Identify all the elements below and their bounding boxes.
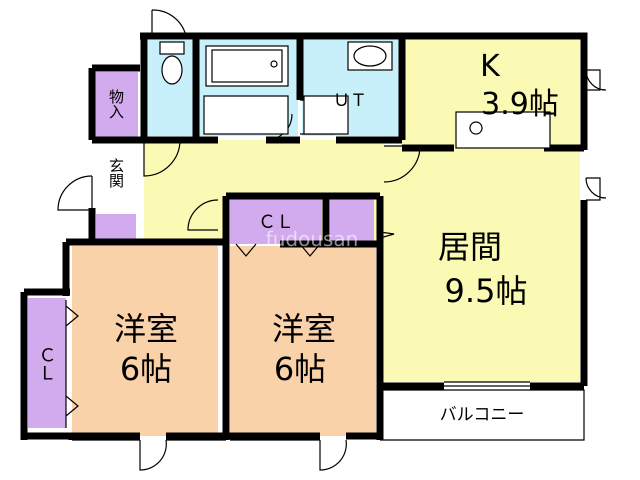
walls [20, 32, 588, 440]
western2-fill [230, 246, 376, 436]
closet-top-fill [230, 198, 322, 244]
western1-name: 洋室 [114, 310, 178, 348]
entrance-step-fill [96, 214, 136, 240]
entrance-fill [96, 144, 136, 212]
closet-left-label: ＣＬ [36, 346, 57, 382]
utility-label: ＵＴ [333, 91, 367, 111]
closet-left-fill [28, 298, 66, 428]
balcony-label: バルコニー [440, 405, 525, 425]
living-fill [384, 146, 580, 382]
closet-top-small-fill [330, 198, 374, 244]
kitchen-size: 3.9帖 [481, 87, 559, 122]
western1-size: 6帖 [120, 350, 172, 388]
entrance-label: 玄関 [107, 158, 125, 189]
western1-fill [72, 246, 218, 436]
living-name: 居間 [438, 228, 502, 266]
storage-label: 物入 [107, 89, 125, 119]
living-size: 9.5帖 [445, 272, 528, 310]
fixtures [159, 41, 393, 135]
kitchen-name: K [480, 49, 501, 84]
watermark: fudousan [266, 227, 359, 251]
western2-name: 洋室 [272, 310, 336, 348]
closet-top-label: ＣＬ [258, 212, 294, 233]
storage-fill [94, 72, 138, 138]
western2-size: 6帖 [274, 350, 326, 388]
